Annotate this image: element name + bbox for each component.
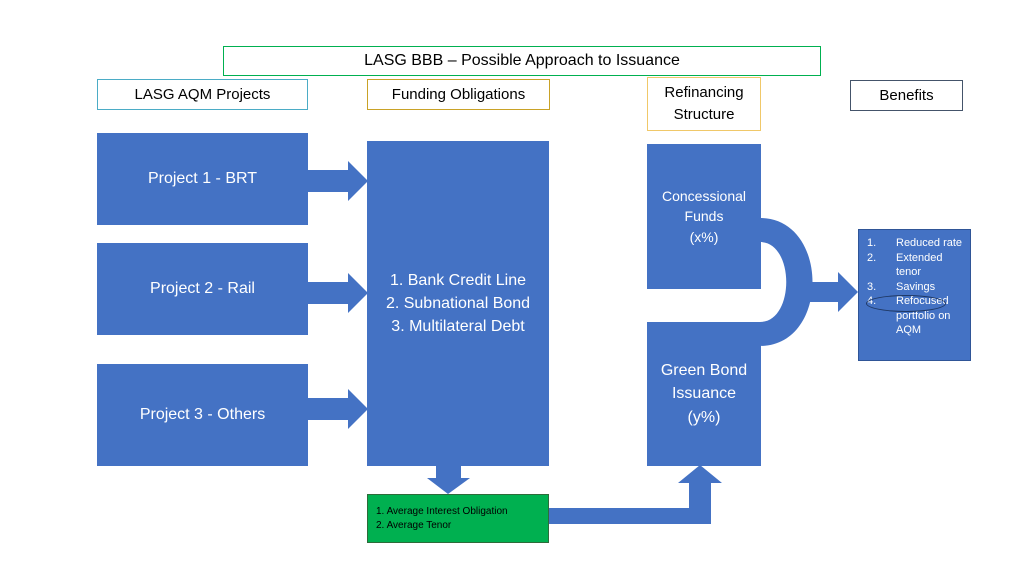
benefit-number: 3. <box>867 280 877 293</box>
benefit-text: Extended tenor <box>896 251 943 279</box>
arrow-funding-to-outcome <box>427 465 470 494</box>
green-bond-box: Green Bond Issuance (y%) <box>647 322 761 466</box>
project-2-label: Project 2 - Rail <box>150 280 255 297</box>
project-1-box: Project 1 - BRT <box>97 133 308 225</box>
header-funding-text: Funding Obligations <box>391 86 526 103</box>
benefits-box: 1. Reduced rate 2. Extended tenor 3. Sav… <box>858 229 971 361</box>
funding-item-1: 1. Bank Credit Line <box>389 271 527 289</box>
outcome-box: 1. Average Interest Obligation 2. Averag… <box>367 494 549 543</box>
concessional-line1: Concessional <box>661 188 747 205</box>
benefit-item: 1. Reduced rate <box>867 236 966 251</box>
green-bond-line3: (y%) <box>687 408 721 426</box>
arrow-project1-to-funding <box>307 161 368 201</box>
concessional-line2: Funds <box>684 208 724 225</box>
benefit-item: 2. Extended tenor <box>867 251 966 280</box>
arrow-merge-to-benefits <box>806 272 858 312</box>
merge-curve <box>760 218 813 346</box>
benefits-list: 1. Reduced rate 2. Extended tenor 3. Sav… <box>867 236 966 338</box>
benefit-item: 3. Savings <box>867 280 966 295</box>
benefit-text: Savings <box>896 280 936 293</box>
outcome-item-2: 2. Average Tenor <box>376 519 452 531</box>
concessional-line3: (x%) <box>689 228 719 245</box>
benefit-text: Reduced rate <box>896 237 963 249</box>
header-refinancing-line2: Structure <box>673 106 735 123</box>
header-projects-text: LASG AQM Projects <box>134 86 271 103</box>
header-benefits: Benefits <box>850 80 963 111</box>
outcome-item-1: 1. Average Interest Obligation <box>376 505 508 517</box>
project-1-label: Project 1 - BRT <box>147 170 258 187</box>
benefit-number: 2. <box>867 251 877 264</box>
header-refinancing: Refinancing Structure <box>647 77 761 131</box>
green-bond-line2: Issuance <box>671 385 737 403</box>
header-projects: LASG AQM Projects <box>97 79 308 110</box>
project-3-label: Project 3 - Others <box>139 406 266 423</box>
diagram-title: LASG BBB – Possible Approach to Issuance <box>223 46 821 76</box>
arrow-outcome-to-greenbond <box>549 465 722 524</box>
project-3-box: Project 3 - Others <box>97 364 308 466</box>
funding-item-2: 2. Subnational Bond <box>385 294 531 312</box>
savings-highlight-oval <box>866 295 946 312</box>
green-bond-line1: Green Bond <box>660 362 748 380</box>
header-benefits-text: Benefits <box>879 87 934 104</box>
funding-item-3: 3. Multilateral Debt <box>391 318 525 336</box>
arrow-project2-to-funding <box>307 273 368 313</box>
diagram-title-text: LASG BBB – Possible Approach to Issuance <box>364 52 680 69</box>
funding-box: 1. Bank Credit Line 2. Subnational Bond … <box>367 141 549 466</box>
header-funding: Funding Obligations <box>367 79 550 110</box>
project-2-box: Project 2 - Rail <box>97 243 308 335</box>
header-refinancing-line1: Refinancing <box>664 84 744 102</box>
concessional-funds-box: Concessional Funds (x%) <box>647 144 761 289</box>
arrow-project3-to-funding <box>307 389 368 429</box>
benefit-number: 1. <box>867 237 877 249</box>
